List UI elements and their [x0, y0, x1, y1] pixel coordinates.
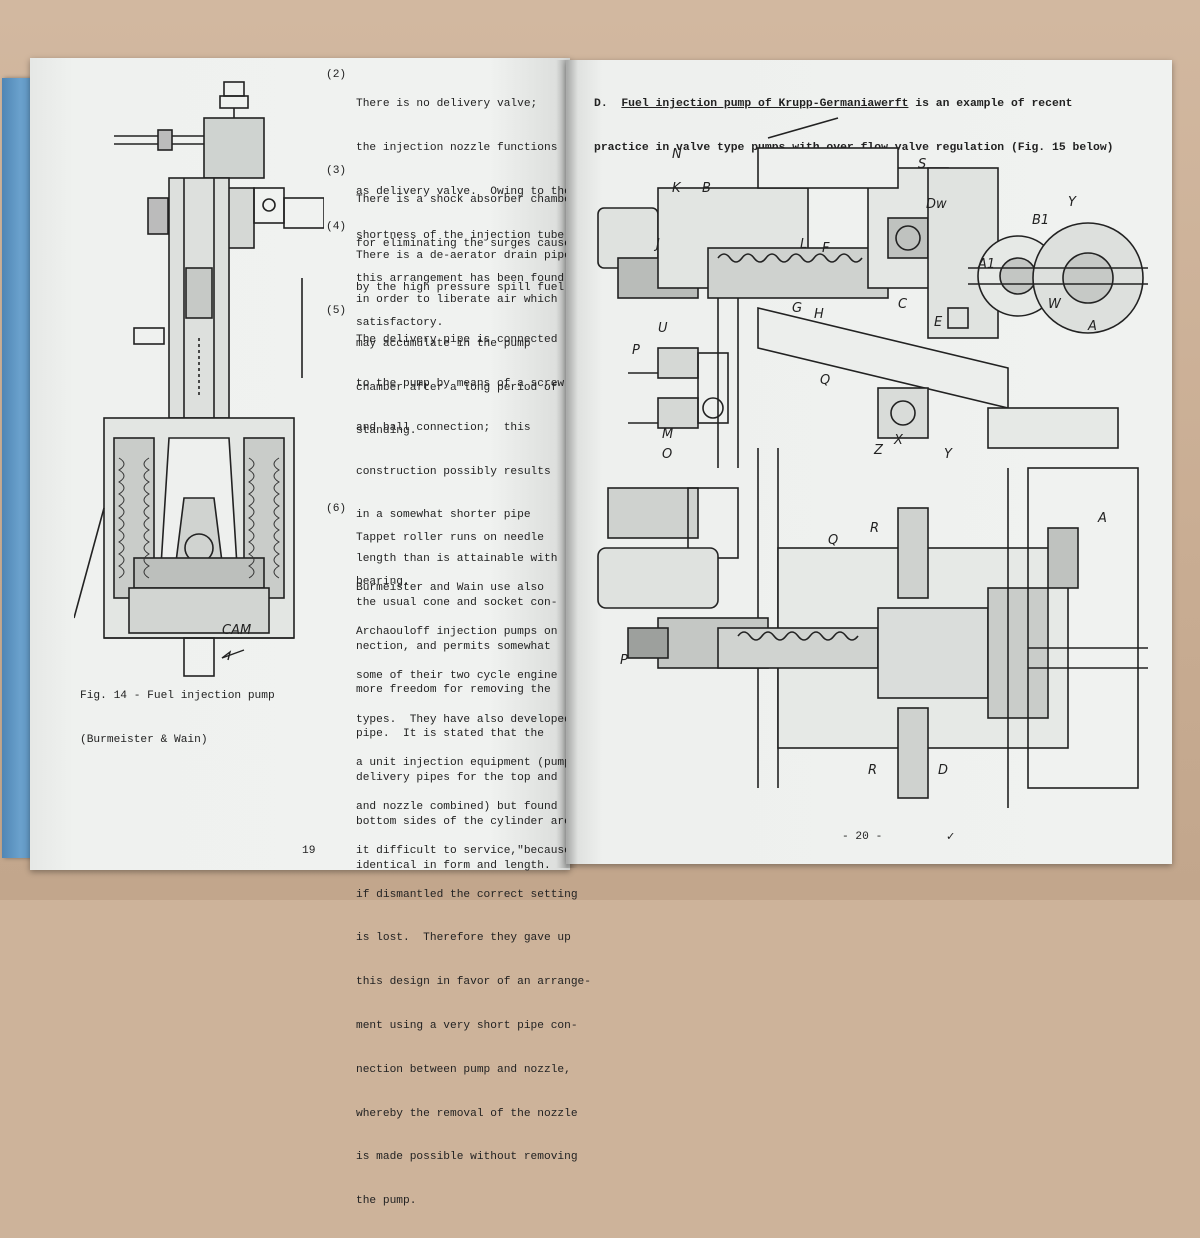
diagram-label: G — [792, 301, 802, 316]
item-line: more freedom for removing the — [356, 684, 551, 697]
paragraph-line: nection between pump and nozzle, — [356, 1063, 571, 1076]
item-line: and ball connection; this — [356, 421, 531, 434]
diagram-label: B1 — [1032, 213, 1049, 228]
paragraph-line: is made possible without removing — [356, 1151, 578, 1164]
diagram-label: Q — [820, 373, 830, 388]
item-line: There is a shock absorber chamber — [356, 194, 578, 207]
diagram-label: Z — [873, 443, 884, 458]
diagram-label: C — [898, 297, 908, 312]
check-mark: ✓ — [946, 830, 956, 843]
book-gutter-shadow — [556, 60, 578, 868]
paragraph-line: if dismantled the correct setting — [356, 888, 578, 901]
item-line: nection, and permits somewhat — [356, 640, 551, 653]
item-line: to the pump by means of a screw — [356, 377, 565, 390]
fig15-pump-drawing: N K B S Dw Y B1 A1 J L F C E W A U G H Q… — [597, 117, 1148, 808]
cam-label: CAM — [222, 623, 252, 638]
diagram-label: M — [662, 427, 673, 442]
diagram-label: Q — [828, 533, 838, 548]
item-line: may accumulate in the pump — [356, 337, 531, 350]
left-page: CAM Fig. 14 - Fuel injection pump (Burme… — [30, 58, 591, 1207]
diagram-label: D — [938, 763, 948, 778]
page-number-right: - 20 - — [842, 831, 883, 843]
item-number: (5) — [326, 305, 347, 317]
diagram-label: Y — [1068, 195, 1077, 210]
diagram-label: Y — [944, 447, 953, 462]
item-line: Tappet roller runs on needle — [356, 532, 544, 545]
item-number: (4) — [326, 221, 347, 233]
diagram-label: Dw — [926, 197, 947, 212]
paragraph-line: is lost. Therefore they gave up — [356, 932, 571, 945]
item-line: by the high pressure spill fuel. — [356, 281, 571, 294]
diagram-label: R — [868, 763, 877, 778]
item-line: the injection nozzle functions — [356, 141, 558, 154]
item-line: pipe. It is stated that the — [356, 728, 544, 741]
diagram-label: P — [620, 653, 628, 668]
diagram-label: X — [893, 433, 904, 448]
paragraph-line: a unit injection equipment (pump — [356, 757, 571, 770]
diagram-label: L — [800, 237, 807, 252]
item-line: There is a de-aerator drain pipe — [356, 250, 571, 263]
paragraph-line: Archaouloff injection pumps on — [356, 625, 558, 638]
diagram-label: A1 — [977, 257, 995, 272]
item-line: the usual cone and socket con- — [356, 596, 558, 609]
heading-letter: D. — [594, 98, 608, 111]
diagram-label: E — [934, 315, 943, 330]
page-number-left: 19 — [302, 845, 316, 857]
item-line: bearing. — [356, 575, 410, 588]
item-line: in a somewhat shorter pipe — [356, 509, 531, 522]
diagram-label: B — [702, 181, 711, 196]
heading-rest: is an example of recent — [908, 98, 1073, 111]
paragraph-line: ment using a very short pipe con- — [356, 1020, 578, 1032]
diagram-label: W — [1048, 297, 1062, 312]
paragraph-line: the pump. — [356, 1195, 417, 1208]
right-page: D. Fuel injection pump of Krupp-Germania… — [566, 60, 1172, 864]
paragraph-line: whereby the removal of the nozzle — [356, 1107, 578, 1120]
diagram-label: N — [672, 147, 682, 162]
item-number: (3) — [326, 165, 347, 177]
diagram-label: H — [814, 307, 824, 322]
paragraph-line: some of their two cycle engine — [356, 669, 558, 682]
item-line: satisfactory. — [356, 317, 444, 330]
item-line: construction possibly results — [356, 465, 551, 478]
item-number: (6) — [326, 503, 347, 515]
item-line: The delivery pipe is connected — [356, 334, 558, 347]
diagram-label: P — [632, 343, 640, 358]
heading-title: Fuel injection pump of Krupp-Germaniawer… — [621, 98, 909, 111]
figure-caption-line: Fig. 14 - Fuel injection pump — [80, 690, 275, 703]
item-number: (2) — [326, 69, 347, 81]
item-line: this arrangement has been found — [356, 273, 565, 286]
item-line: standing. — [356, 425, 417, 438]
paragraph-line: and nozzle combined) but found — [356, 801, 558, 814]
diagram-label: A — [1087, 319, 1097, 334]
item-line: There is no delivery valve; — [356, 98, 538, 111]
item-line: chamber after a long period of — [356, 381, 558, 394]
diagram-label: S — [918, 157, 926, 172]
figure-caption: Fig. 14 - Fuel injection pump (Burmeiste… — [80, 660, 275, 777]
item-line: length than is attainable with — [356, 553, 558, 566]
item-line: bottom sides of the cylinder are — [356, 815, 571, 828]
item-line: as delivery valve. Owing to the — [356, 185, 571, 198]
diagram-labels: N K B S Dw Y B1 A1 J L F C E W A U G H Q… — [620, 147, 1107, 778]
paragraph-line: this design in favor of an arrange- — [356, 976, 591, 989]
diagram-label: J — [653, 237, 660, 252]
diagram-label: K — [672, 181, 682, 196]
item-line: identical in form and length. — [356, 859, 551, 872]
diagram-label: O — [662, 447, 672, 462]
paragraph-line: Burmeister and Wain use also — [356, 582, 544, 595]
item-line: delivery pipes for the top and — [356, 772, 558, 784]
fig14-pump-drawing — [74, 81, 324, 677]
paragraph-line: it difficult to service,"because — [356, 844, 571, 857]
item-line: shortness of the injection tube — [356, 229, 565, 242]
item-line: in order to liberate air which — [356, 293, 558, 306]
diagram-label: F — [822, 241, 830, 256]
paragraph-line: types. They have also developed — [356, 713, 571, 726]
diagram-label: U — [658, 321, 668, 336]
item-line: for eliminating the surges caused — [356, 237, 578, 250]
diagram-label: A — [1097, 511, 1107, 526]
diagram-label: R — [870, 521, 879, 536]
figure-caption-line: (Burmeister & Wain) — [80, 733, 208, 746]
